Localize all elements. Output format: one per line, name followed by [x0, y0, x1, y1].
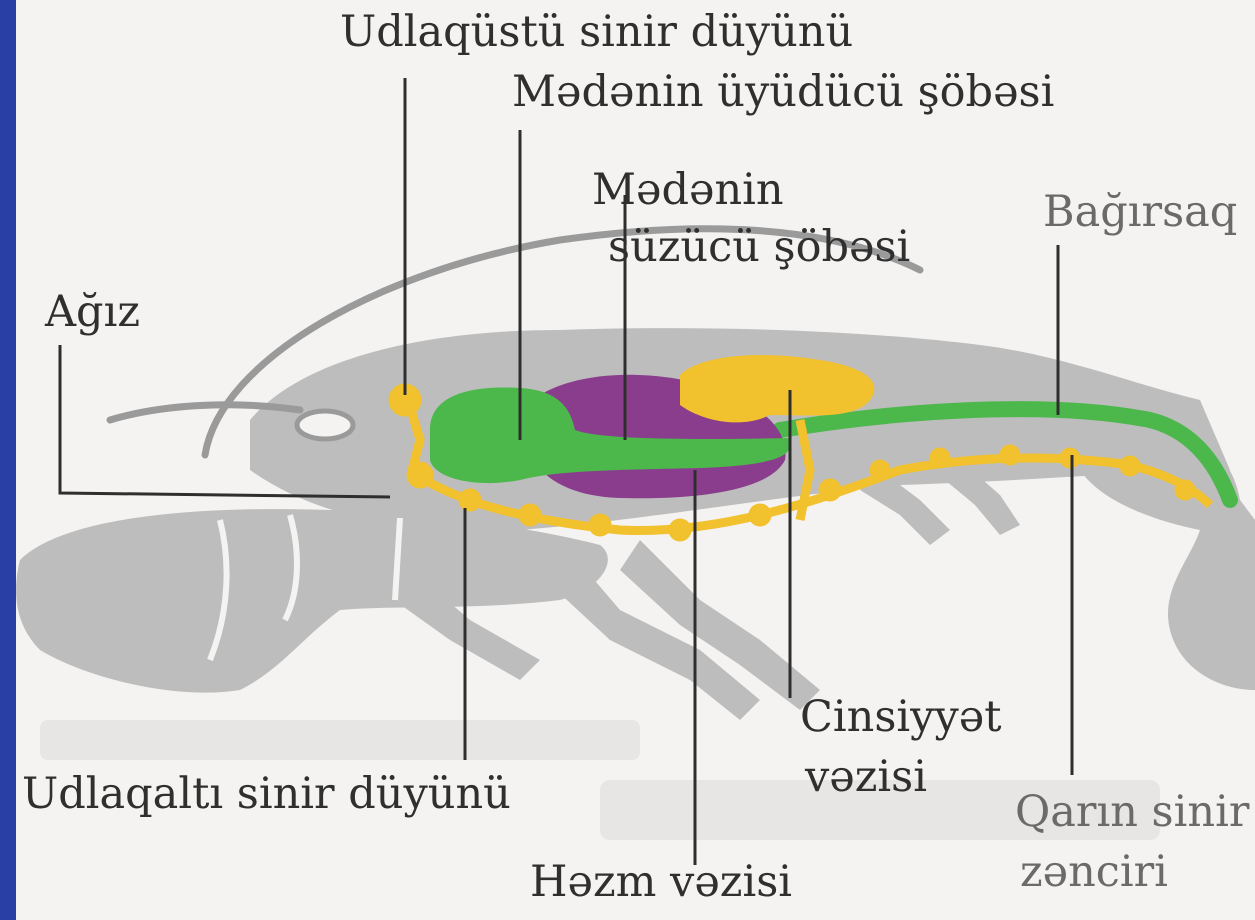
label-agiz: Ağız [45, 290, 140, 335]
left-blue-band [0, 0, 16, 920]
eye [297, 411, 353, 439]
label-medenin-uyuducu-sobesi: Mədənin üyüdücü şöbəsi [512, 70, 1054, 115]
label-cinsiyyet-line1: Cinsiyyət [800, 695, 1001, 740]
label-qarin-line1: Qarın sinir [1015, 790, 1249, 835]
label-udlaqalti-sinir-duyunu: Udlaqaltı sinir düyünü [22, 772, 511, 817]
label-cinsiyyet-line2: vəzisi [805, 755, 927, 800]
label-hezm-vezisi: Həzm vəzisi [530, 860, 792, 905]
label-medenin-suzucu-line2: süzücü şöbəsi [608, 225, 910, 270]
label-udlaqustu-sinir-duyunu: Udlaqüstü sinir düyünü [340, 10, 853, 55]
label-medenin-suzucu-line1: Mədənin [592, 168, 784, 213]
label-qarin-line2: zənciri [1020, 850, 1168, 895]
label-bagirsaq: Bağırsaq [1043, 190, 1237, 235]
